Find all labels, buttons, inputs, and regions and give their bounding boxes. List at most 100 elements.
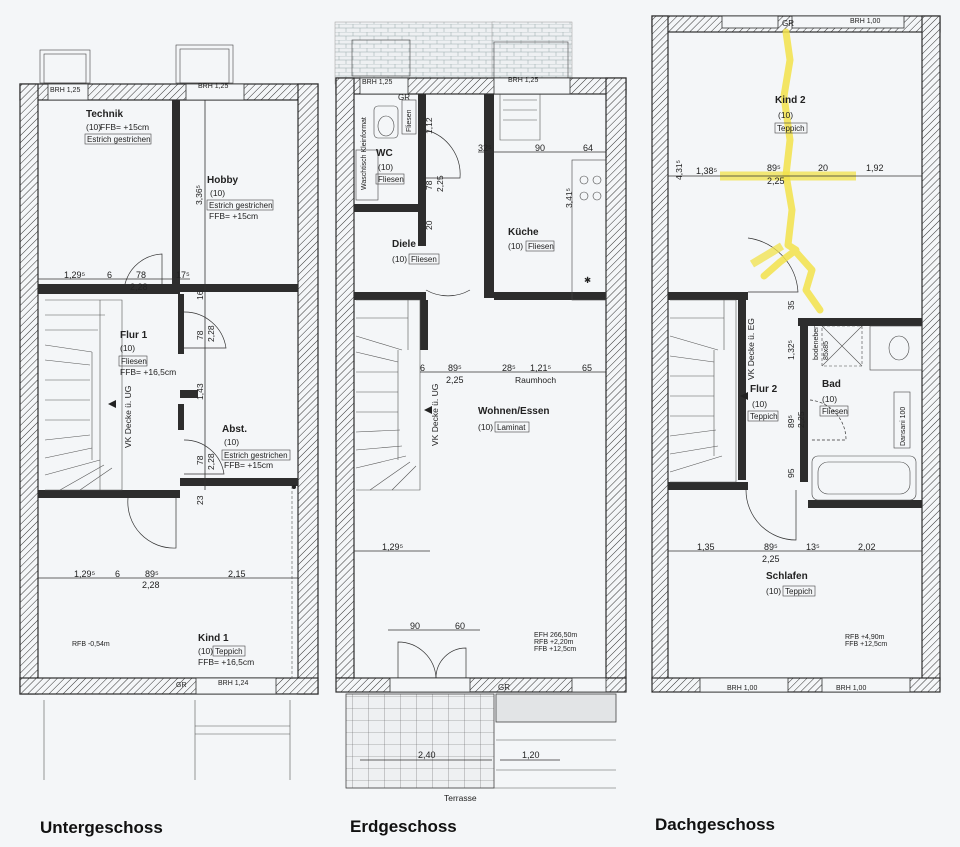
- dimension: 78: [195, 455, 205, 465]
- shower-label: bodeneben: [813, 325, 820, 360]
- ffb-label: FFB= +15cm: [224, 460, 273, 470]
- staircase-dg: [669, 299, 748, 483]
- brh-label: BRH 1,00: [727, 685, 757, 692]
- ffb-label: FFB= +16,5cm: [120, 367, 176, 377]
- room-number: (10): [210, 188, 225, 198]
- dimension: 2,40: [418, 750, 436, 760]
- room-number: (10): [778, 110, 793, 120]
- material-tag: Fliesen: [822, 407, 848, 416]
- dimension: 1,92: [866, 163, 884, 173]
- shower-size: 85x85: [823, 341, 830, 360]
- dimension: 2,28: [206, 325, 216, 342]
- material-tag: Laminat: [497, 423, 526, 432]
- room-schlafen: Schlafen: [766, 571, 808, 582]
- window-top-right: [185, 83, 245, 101]
- floor-title-dg: Dachgeschoss: [655, 815, 775, 834]
- room-number: (10): [224, 437, 239, 447]
- dimension: 17⁵: [176, 270, 190, 280]
- gr-label: GR: [498, 683, 510, 692]
- terrace-label: Terrasse: [444, 793, 477, 803]
- floor-ug: BRH 1,25 BRH 1,25 BRH 1,24 GR VK Decke ü…: [19, 44, 319, 780]
- room-diele: Diele: [392, 239, 416, 250]
- room-number: (10): [378, 162, 393, 172]
- dimension: 23: [195, 495, 205, 505]
- highlighter-marks: [760, 28, 824, 314]
- room-flur-1: Flur 1: [120, 330, 148, 341]
- raumhoch-label: Raumhoch: [515, 375, 556, 385]
- room-number: (10): [86, 122, 101, 132]
- material-tag: Teppich: [777, 124, 805, 133]
- room-number: (10): [478, 422, 493, 432]
- brh-label: BRH 1,25: [198, 83, 228, 90]
- dimension: 28⁵: [502, 363, 516, 373]
- dimension: 2,25: [446, 375, 464, 385]
- efh-label: EFH 266,50m: [534, 632, 577, 639]
- rfb-label: RFB +2,20m: [534, 639, 574, 646]
- floor-title-eg: Erdgeschoss: [350, 817, 457, 836]
- sink-label: Waschtisch Kleinformat: [361, 117, 368, 190]
- brh-label: BRH 1,24: [218, 680, 248, 687]
- dimension: 2,28: [206, 453, 216, 470]
- floor-dg: BRH 1,00 BRH 1,00 BRH 1,00 GR bodeneben …: [651, 15, 941, 693]
- dimension: 89⁵: [448, 363, 462, 373]
- dimension: 65: [582, 363, 592, 373]
- material-tag: Fliesen: [528, 242, 554, 251]
- room-number: (10): [766, 586, 781, 596]
- material-tag: Estrich gestrichen: [87, 135, 151, 144]
- dimension: 1,43: [195, 383, 205, 400]
- dimension: 60: [455, 621, 465, 631]
- dimension: 3,36⁵: [194, 185, 204, 205]
- room-kueche: Küche: [508, 227, 539, 238]
- room-bad: Bad: [822, 379, 841, 390]
- dimension: 20: [424, 220, 434, 230]
- brh-label: BRH 1,25: [50, 87, 80, 94]
- gr-label: GR: [782, 19, 794, 28]
- material-tag: Fliesen: [378, 175, 404, 184]
- dimension: 2,25: [762, 554, 780, 564]
- light-well-eg-left: [334, 21, 496, 85]
- vk-label: VK Decke ü. UG: [123, 386, 133, 448]
- material-tag: Teppich: [215, 647, 243, 656]
- staircase-ug: [44, 299, 123, 491]
- window-bottom: [195, 677, 277, 695]
- material-tag: Teppich: [785, 587, 813, 596]
- ffb-label: FFB +12,5cm: [534, 646, 576, 653]
- gr-label: GR: [398, 93, 410, 102]
- light-well-left: [39, 49, 91, 84]
- dimension: 35: [786, 300, 796, 310]
- dimension: 89⁵: [764, 542, 778, 552]
- terrace: [345, 693, 617, 789]
- dimension: 13⁵: [806, 542, 820, 552]
- room-wohnen-essen: Wohnen/Essen: [478, 406, 550, 417]
- dimension: 78: [195, 330, 205, 340]
- dimension: 2,25: [435, 175, 445, 192]
- dimension: 6: [107, 270, 112, 280]
- floor-eg: BRH 1,25 BRH 1,25 GR GR Waschtisch Klein…: [334, 21, 627, 803]
- dimension: 1,29⁵: [382, 542, 404, 552]
- dimension: 89⁵: [145, 569, 159, 579]
- room-kind-1: Kind 1: [198, 633, 229, 644]
- window-top-left: [47, 83, 89, 101]
- dimension: 2,15: [228, 569, 246, 579]
- dimension: 6: [115, 569, 120, 579]
- vanity-label: Dansani 100: [900, 407, 907, 446]
- ffb-label: FFB +12,5cm: [845, 641, 887, 648]
- room-wc: WC: [376, 148, 393, 159]
- dimension: 2,28: [142, 580, 160, 590]
- dimension: 1,35: [697, 542, 715, 552]
- brh-label: BRH 1,00: [850, 18, 880, 25]
- svg-text:✱: ✱: [584, 275, 591, 285]
- dimension: 90: [535, 143, 545, 153]
- dimension: 1,21⁵: [530, 363, 552, 373]
- dimension: 1,12: [424, 117, 434, 134]
- floor-title-ug: Untergeschoss: [40, 818, 163, 837]
- light-well-right: [175, 44, 234, 84]
- ffb-label: FFB= +15cm: [100, 122, 149, 132]
- dimension: 1,29⁵: [74, 569, 96, 579]
- ffb-label: FFB= +16,5cm: [198, 657, 254, 667]
- room-number: (10): [822, 394, 837, 404]
- dimension: 95: [786, 468, 796, 478]
- room-abst: Abst.: [222, 424, 247, 435]
- vk-label: VK Decke ü. UG: [430, 384, 440, 446]
